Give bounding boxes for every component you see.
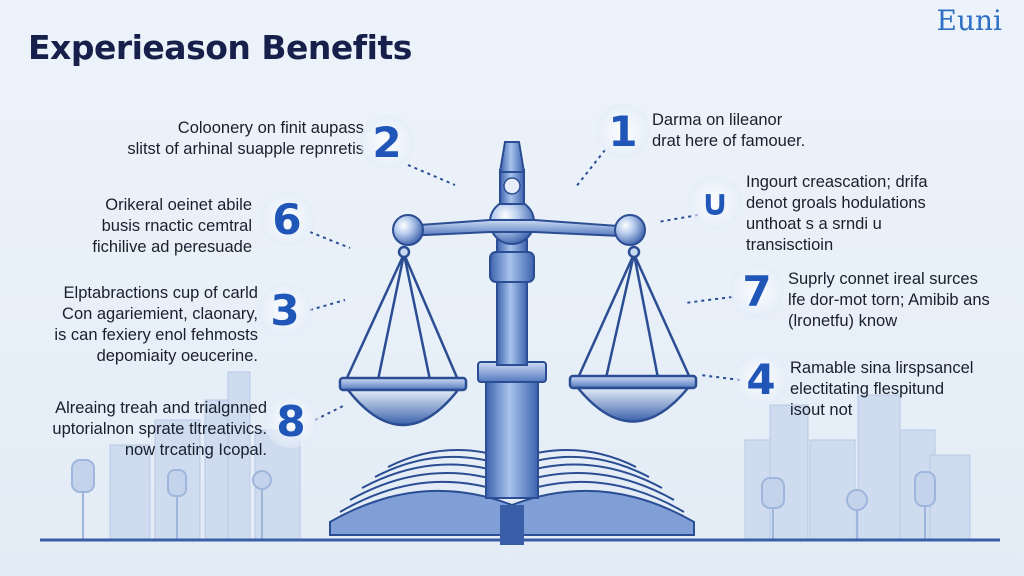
benefit-text: Alreaing treah and trialgnned uptorialno… — [52, 399, 267, 459]
benefit-number: 2 — [360, 115, 414, 169]
benefit-number: 7 — [730, 264, 784, 318]
left-scale-pan — [338, 245, 468, 427]
scale-beam — [392, 214, 646, 246]
scale-pillar — [477, 141, 547, 499]
benefit-text: Coloonery on finit aupass slitst of arhi… — [127, 119, 364, 158]
brand-logo: Euni — [936, 4, 1002, 37]
benefit-number: 6 — [260, 192, 314, 246]
benefit-text: Suprly connet ireal surces lfe dor-mot t… — [788, 270, 990, 330]
right-scale-pan — [568, 245, 698, 423]
pointer-arrows — [309, 149, 741, 421]
page-title: Experieason Benefits — [28, 28, 412, 67]
benefit-number: 8 — [264, 394, 318, 448]
benefit-text: Ramable sina lirspsancel electitating fl… — [790, 359, 974, 419]
benefit-number: 1 — [596, 104, 650, 158]
benefit-text: Orikeral oeinet abile busis rnactic cemt… — [92, 196, 252, 256]
benefit-number: 4 — [734, 352, 788, 406]
benefit-text: Darma on lileanor drat here of famouer. — [652, 111, 806, 150]
street-lamps-right — [761, 471, 936, 540]
benefit-text: Ingourt creascation; drifa denot groals … — [746, 173, 928, 254]
benefit-number: 3 — [258, 283, 312, 337]
street-lamps-left — [71, 459, 272, 540]
benefit-text: Elptabractions cup of carld Con agariemi… — [54, 284, 258, 365]
magnet-icon: ∪ — [688, 176, 742, 230]
